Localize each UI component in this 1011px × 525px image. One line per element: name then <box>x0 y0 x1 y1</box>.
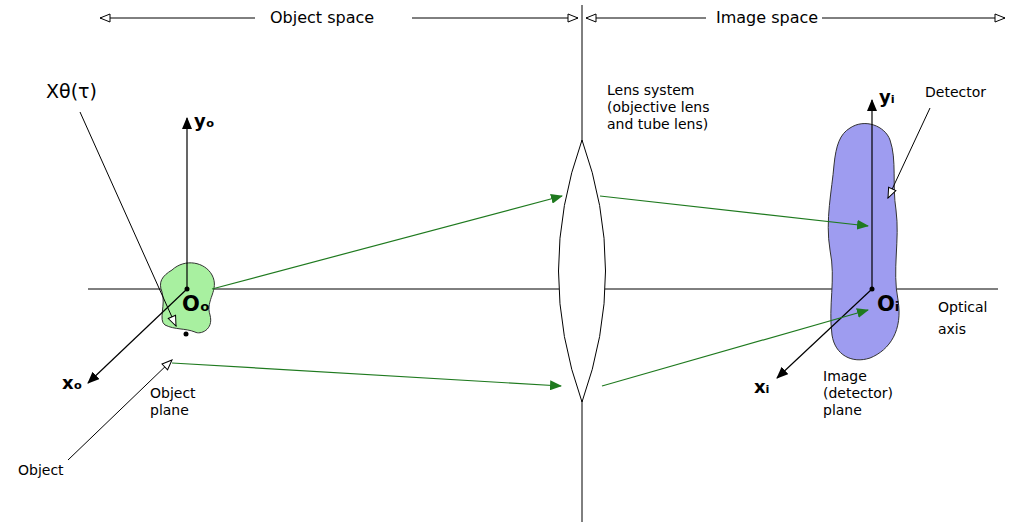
image-axes <box>777 100 872 378</box>
origin-dot <box>185 287 190 292</box>
axis-label: yₒ <box>194 110 215 132</box>
origin-label: Oₒ <box>182 292 210 317</box>
object-axes <box>88 118 187 383</box>
origin-dot <box>870 287 875 292</box>
part-label: Object <box>18 462 64 479</box>
lens-symbol <box>559 140 606 402</box>
plane-outline <box>140 33 240 520</box>
axis-name: Optical axis <box>938 296 1004 341</box>
image-plane: Image (detector) plane <box>818 50 918 520</box>
axis-label: xₒ <box>62 372 82 394</box>
part-label: Lens system (objective lens and tube len… <box>607 82 739 132</box>
plane-label: Object plane <box>150 385 220 419</box>
detector-blob <box>828 124 899 360</box>
part-label: Detector <box>925 84 986 101</box>
plane-outline <box>818 50 918 520</box>
light-rays <box>172 196 868 386</box>
plane-label: Image (detector) plane <box>823 368 903 418</box>
point-label: Xθ(τ) <box>46 80 97 103</box>
space-label: Image space <box>716 8 818 27</box>
space-label: Object space <box>270 8 374 27</box>
leader-lines <box>68 108 930 460</box>
space-arrows <box>100 5 1005 522</box>
axis-label: yᵢ <box>879 86 895 108</box>
origin-label: Oᵢ <box>877 292 899 317</box>
axis-label: xᵢ <box>754 376 770 398</box>
object-plane: Object plane <box>140 33 240 520</box>
point-dot <box>184 332 189 337</box>
